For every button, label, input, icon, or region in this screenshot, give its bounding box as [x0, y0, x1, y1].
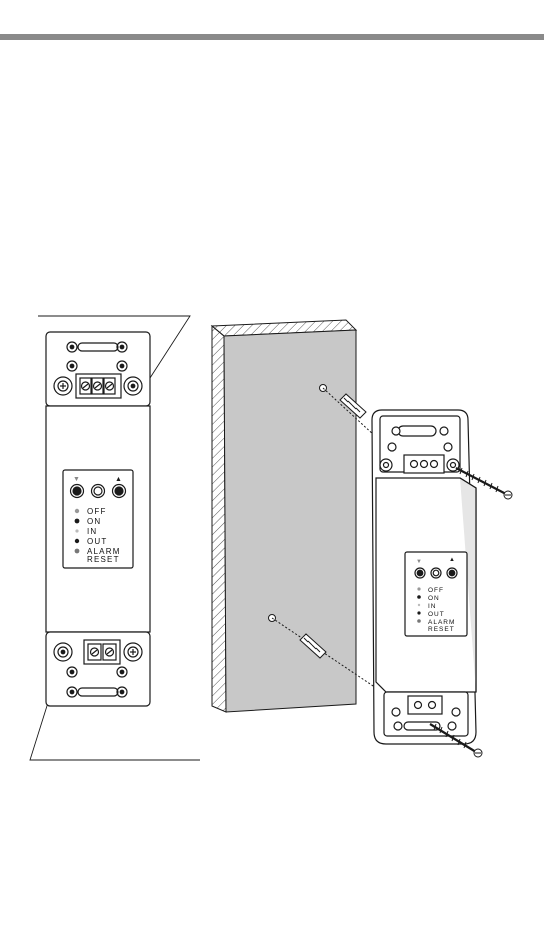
led-on-icon [75, 519, 80, 524]
label-reset-mounted: RESET [428, 626, 455, 633]
label-on-mounted: ON [428, 595, 440, 602]
led-in-icon [75, 529, 78, 532]
up-arrow-icon-mounted: ▲ [449, 557, 455, 563]
label-reset: RESET [87, 555, 120, 564]
label-off-mounted: OFF [428, 587, 444, 594]
label-out-mounted: OUT [428, 611, 445, 618]
label-off: OFF [87, 507, 107, 516]
label-on: ON [87, 517, 101, 526]
device-front-view [30, 316, 200, 760]
label-in: IN [87, 527, 97, 536]
panel-button-middle[interactable] [92, 485, 105, 498]
up-arrow-icon: ▲ [115, 476, 122, 483]
device-mounted-view [372, 410, 476, 744]
wall [212, 320, 356, 712]
down-arrow-icon: ▼ [73, 476, 80, 483]
label-in-mounted: IN [428, 603, 437, 610]
led-off-icon [75, 509, 79, 513]
panel-button-down[interactable] [71, 485, 84, 498]
label-alarm-mounted: ALARM [428, 619, 455, 626]
label-out: OUT [87, 537, 108, 546]
panel-button-up[interactable] [113, 485, 126, 498]
down-arrow-icon-mounted: ▼ [416, 559, 422, 565]
led-out-icon [75, 539, 79, 543]
led-alarm-icon [75, 549, 80, 554]
